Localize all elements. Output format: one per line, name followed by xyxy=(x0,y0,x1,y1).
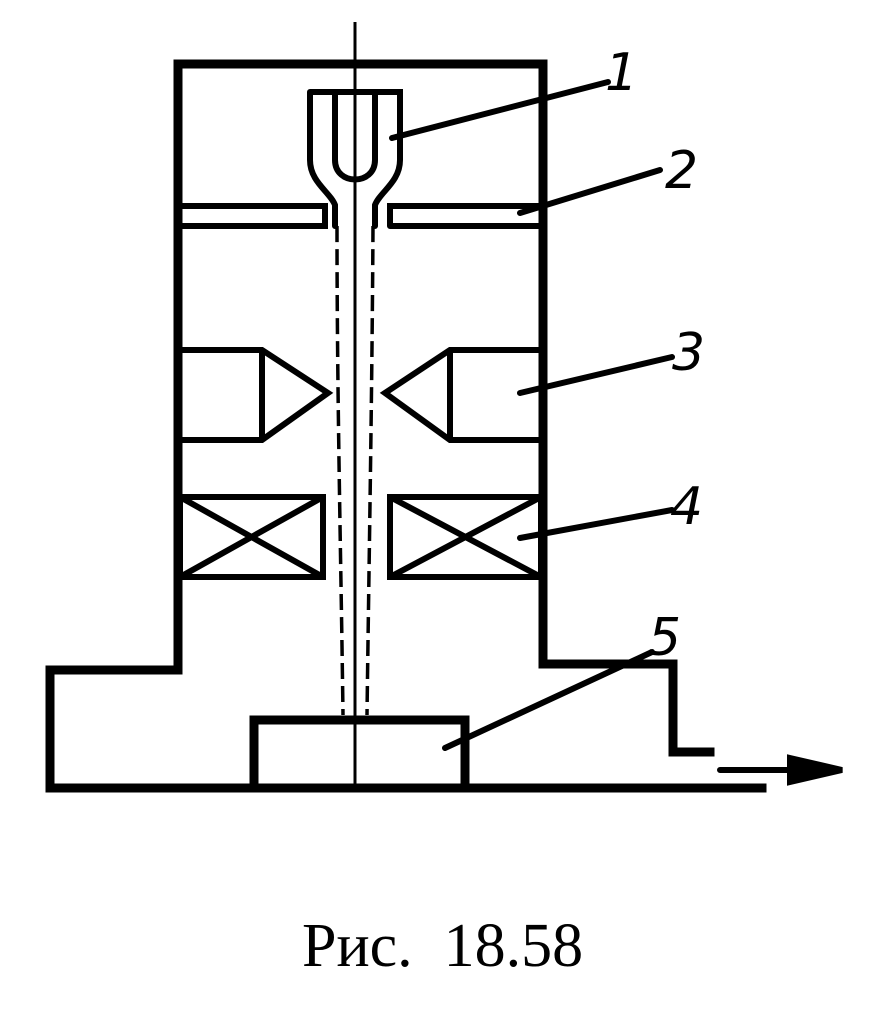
coil-left-x xyxy=(177,494,326,580)
exhaust-arrow-head-icon xyxy=(792,758,842,782)
leader-3 xyxy=(517,354,675,396)
leader-2 xyxy=(517,167,663,216)
anode-left xyxy=(177,203,328,229)
label-4: 4 xyxy=(670,477,703,537)
label-3: 3 xyxy=(672,323,705,383)
label-2: 2 xyxy=(665,141,698,201)
lens-left xyxy=(177,347,334,443)
cathode-inner xyxy=(332,91,378,183)
target-block xyxy=(249,715,470,793)
leader-4 xyxy=(517,507,675,541)
coil-right-x xyxy=(387,494,544,580)
lens-right xyxy=(379,347,544,443)
coil-left xyxy=(177,494,326,580)
cathode-outer xyxy=(307,89,403,229)
beam-right xyxy=(365,225,375,716)
label-1: 1 xyxy=(605,43,638,103)
leader-1 xyxy=(389,79,611,141)
beam-left xyxy=(335,225,345,716)
anode-right xyxy=(387,203,544,229)
leader-5 xyxy=(442,649,655,751)
figure-caption: Рис. 18.58 xyxy=(302,912,583,980)
label-5: 5 xyxy=(648,608,681,668)
